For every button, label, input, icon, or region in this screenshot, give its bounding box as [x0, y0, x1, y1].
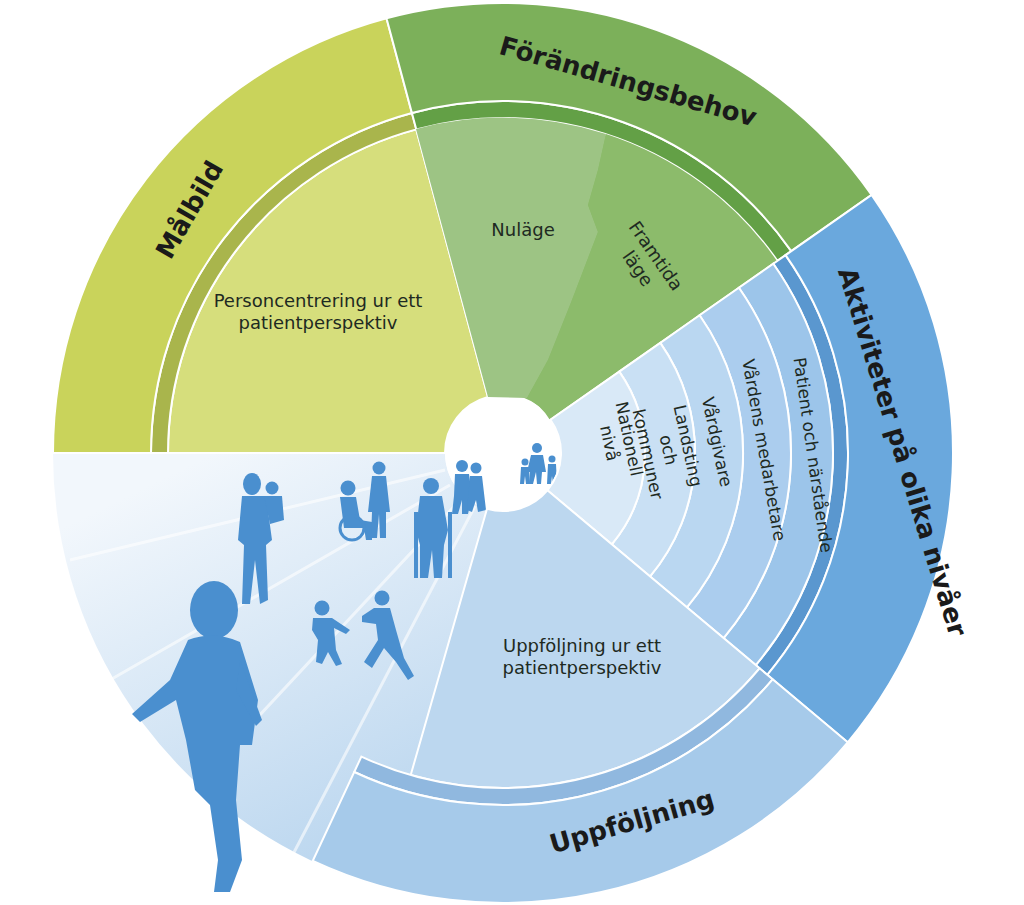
- sector-label: Framtida läge: [604, 213, 691, 311]
- sector-fill: [168, 129, 488, 453]
- sector-fill: [547, 264, 833, 665]
- sector-label: Personcentrering ur ett patientperspekti…: [203, 290, 433, 333]
- sector-label: Nationell nivå: [591, 397, 648, 486]
- sector-fill: [687, 288, 791, 638]
- sector-label: Landsting och kommuner: [627, 390, 710, 510]
- sector-fill: [767, 195, 953, 742]
- sector-heading: Aktiviteter på olika nivåer: [831, 264, 973, 640]
- sector-fill: [416, 118, 606, 398]
- sector-heading: Målbild: [150, 156, 231, 265]
- sector-fill: [354, 668, 772, 805]
- sector-fill: [527, 134, 777, 420]
- sector-label: Nuläge: [491, 219, 554, 241]
- sector-fill: [412, 101, 791, 261]
- sector-label: Patient och närstående: [789, 356, 837, 554]
- sector-fill: [411, 490, 760, 788]
- sector-fill: [416, 118, 777, 420]
- sector-fill: [151, 113, 416, 453]
- sector-fill: [313, 679, 848, 903]
- people-silhouettes: [132, 443, 557, 892]
- fade-stripes: [70, 470, 475, 860]
- sector-fill: [724, 264, 833, 665]
- sector-fill: [756, 255, 848, 675]
- sector-fill: [650, 315, 743, 607]
- sector-heading: Uppföljning: [546, 784, 718, 861]
- sector-label: Uppföljning ur ett patientperspektiv: [472, 635, 692, 678]
- faded-region: [53, 453, 487, 886]
- sector-label: Vårdens medarbetare: [738, 357, 790, 542]
- sector-heading: Förändringsbehov: [496, 30, 760, 133]
- sector-fill: [53, 18, 412, 453]
- sector-fill: [612, 343, 695, 577]
- sector-fill: [387, 3, 872, 251]
- sector-fill: [547, 372, 645, 545]
- sector-label: Vårdgivare: [698, 395, 737, 489]
